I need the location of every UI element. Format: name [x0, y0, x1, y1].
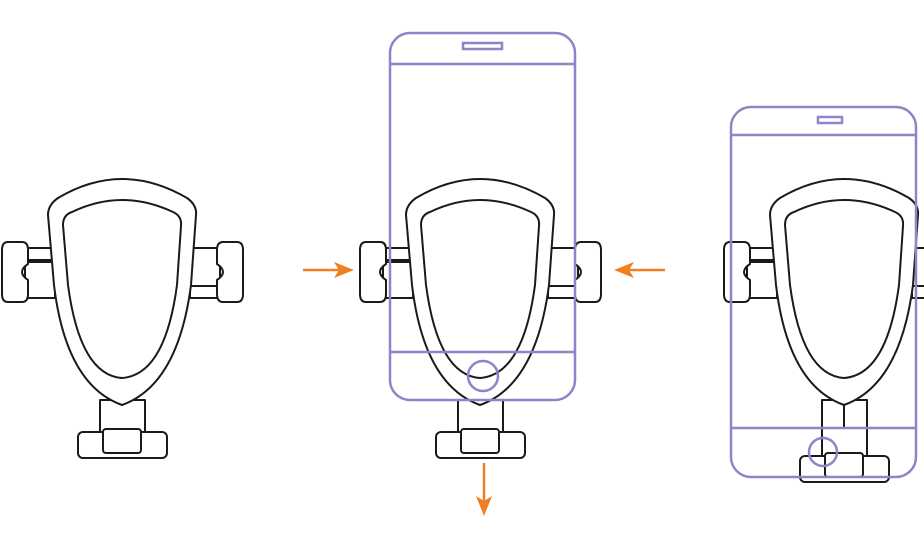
- arrow-down-icon: [476, 463, 492, 516]
- arrow-right-icon: [303, 262, 354, 278]
- phone-outline-clamped: [729, 105, 918, 479]
- home-button-icon: [466, 359, 500, 393]
- home-button-icon: [807, 436, 839, 468]
- holder-clamped: [723, 178, 924, 483]
- arrow-left-icon: [614, 262, 665, 278]
- phone-outline: [388, 31, 577, 402]
- holder-empty: [1, 178, 244, 459]
- holder-with-phone: [359, 178, 602, 459]
